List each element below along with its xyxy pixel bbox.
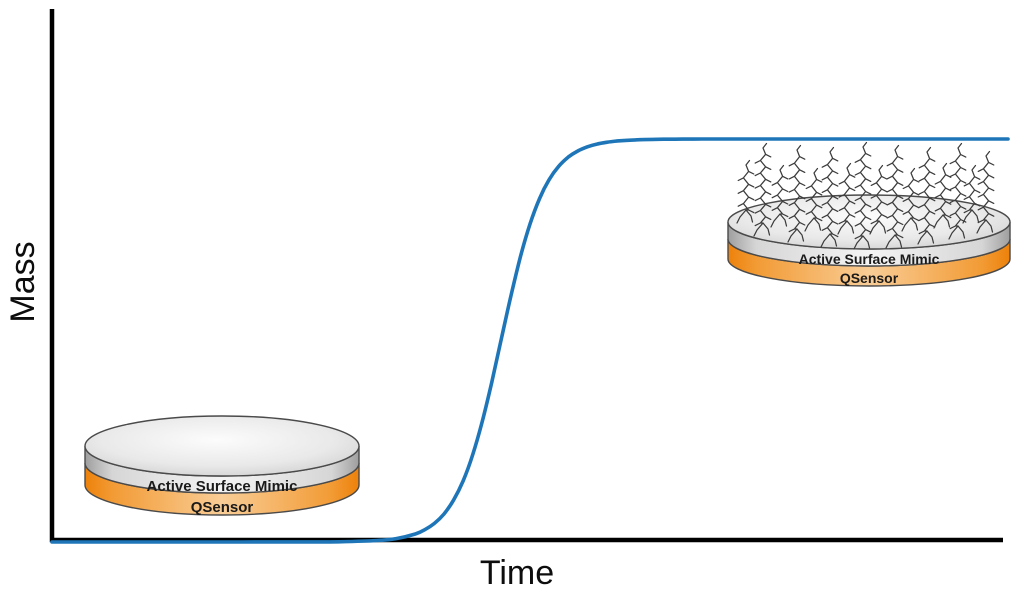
molecule-chain xyxy=(976,150,995,234)
molecule-chain xyxy=(962,164,981,224)
molecule-chain xyxy=(933,162,952,229)
molecule-chain xyxy=(804,167,823,232)
molecule-chain xyxy=(917,146,936,245)
molecule-chain xyxy=(770,164,789,228)
molecule-chain xyxy=(853,141,872,250)
sensor-before-surface-label: Active Surface Mimic xyxy=(147,478,298,495)
molecule-chain xyxy=(901,167,920,232)
y-axis-label: Mass xyxy=(4,241,42,322)
disc-top-face xyxy=(727,194,1011,250)
molecule-chain xyxy=(787,144,806,243)
molecule-chain xyxy=(820,146,839,248)
molecule-chain xyxy=(869,164,888,235)
adsorbed-molecules xyxy=(736,141,995,250)
mass-uptake-curve xyxy=(50,137,1010,544)
molecule-chain xyxy=(948,142,967,240)
xy-axes xyxy=(49,9,1003,543)
molecule-chain xyxy=(753,142,772,237)
sensor-after-qsensor-label: QSensor xyxy=(840,270,899,286)
sensor-before-qsensor-label: QSensor xyxy=(191,499,254,516)
sensor-before-illustration xyxy=(84,415,360,516)
molecule-chain xyxy=(837,162,856,235)
molecule-chain xyxy=(885,144,904,249)
sensor-after-surface-label: Active Surface Mimic xyxy=(799,251,940,267)
x-axis-label: Time xyxy=(480,554,554,592)
molecule-chain xyxy=(736,159,755,224)
disc-top-face xyxy=(84,415,360,477)
